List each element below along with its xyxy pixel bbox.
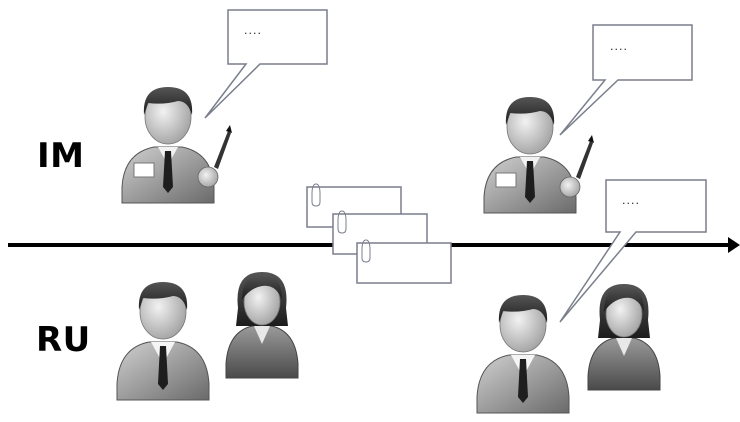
speech-bubble-icon <box>559 179 707 323</box>
speech-bubble-right-top <box>559 24 693 136</box>
row-label-ru: RU <box>36 320 91 360</box>
bubble-text-left: .... <box>244 24 262 37</box>
row-label-im: IM <box>37 136 85 176</box>
businessman-icon <box>116 281 210 401</box>
speech-bubble-right-bottom <box>559 179 707 323</box>
speech-bubble-icon <box>204 9 328 119</box>
arrow-icon <box>728 237 740 253</box>
bubble-text-right-top: .... <box>610 40 628 53</box>
document-card-icon <box>356 239 452 284</box>
speech-bubble-icon <box>559 24 693 136</box>
document-stack <box>306 183 452 284</box>
bubble-text-right-bottom: .... <box>622 194 640 207</box>
businessman-icon <box>476 294 570 414</box>
speech-bubble-left <box>204 9 328 119</box>
businesswoman-icon <box>225 271 299 379</box>
businesswoman-icon <box>587 283 661 391</box>
